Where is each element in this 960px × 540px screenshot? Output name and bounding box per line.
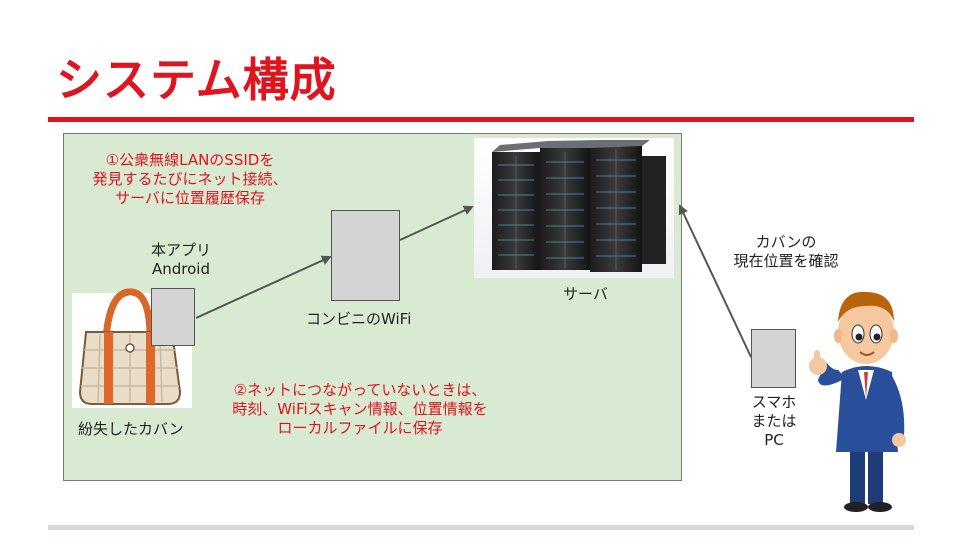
arrow-phone-to-server: [678, 204, 752, 358]
step2-line-2: 時刻、WiFiスキャン情報、位置情報を: [232, 400, 488, 418]
app-label: 本アプリ Android: [136, 241, 226, 279]
step2-caption: ②ネットにつながっていないときは、 時刻、WiFiスキャン情報、位置情報を ロー…: [205, 381, 515, 438]
check-location-line-2: 現在位置を確認: [733, 252, 839, 270]
smartphone-or-pc: [751, 329, 796, 388]
phone-label-line-1: スマホ: [751, 393, 797, 411]
android-device: [151, 288, 195, 346]
app-label-line-1: 本アプリ: [150, 241, 211, 259]
server-label: サーバ: [563, 285, 608, 303]
step2-line-3: ローカルファイルに保存: [277, 419, 443, 437]
phone-label-line-2: または: [751, 412, 797, 430]
lost-bag-label: 紛失したカバン: [78, 420, 184, 438]
step2-line-1: ②ネットにつながっていないときは、: [233, 381, 487, 399]
app-label-line-2: Android: [152, 260, 210, 278]
step1-caption: ①公衆無線LANのSSIDを 発見するたびにネット接続、 サーバに位置履歴保存: [70, 151, 310, 208]
step1-line-1: ①公衆無線LANのSSIDを: [105, 151, 275, 169]
wifi-label: コンビニのWiFi: [306, 310, 412, 328]
step1-line-3: サーバに位置履歴保存: [115, 189, 265, 207]
wifi-access-point: [331, 210, 400, 301]
arrow-app-to-wifi: [195, 255, 332, 319]
check-location-label: カバンの 現在位置を確認: [716, 233, 856, 271]
title-underline: [48, 117, 914, 122]
check-location-line-1: カバンの: [755, 233, 817, 251]
phone-label: スマホ または PC: [736, 393, 812, 450]
footer-rule: [48, 525, 914, 530]
slide-title: システム構成: [56, 53, 337, 107]
step1-line-2: 発見するたびにネット接続、: [92, 170, 288, 188]
phone-label-line-3: PC: [764, 431, 784, 449]
arrow-wifi-to-server: [399, 205, 474, 241]
